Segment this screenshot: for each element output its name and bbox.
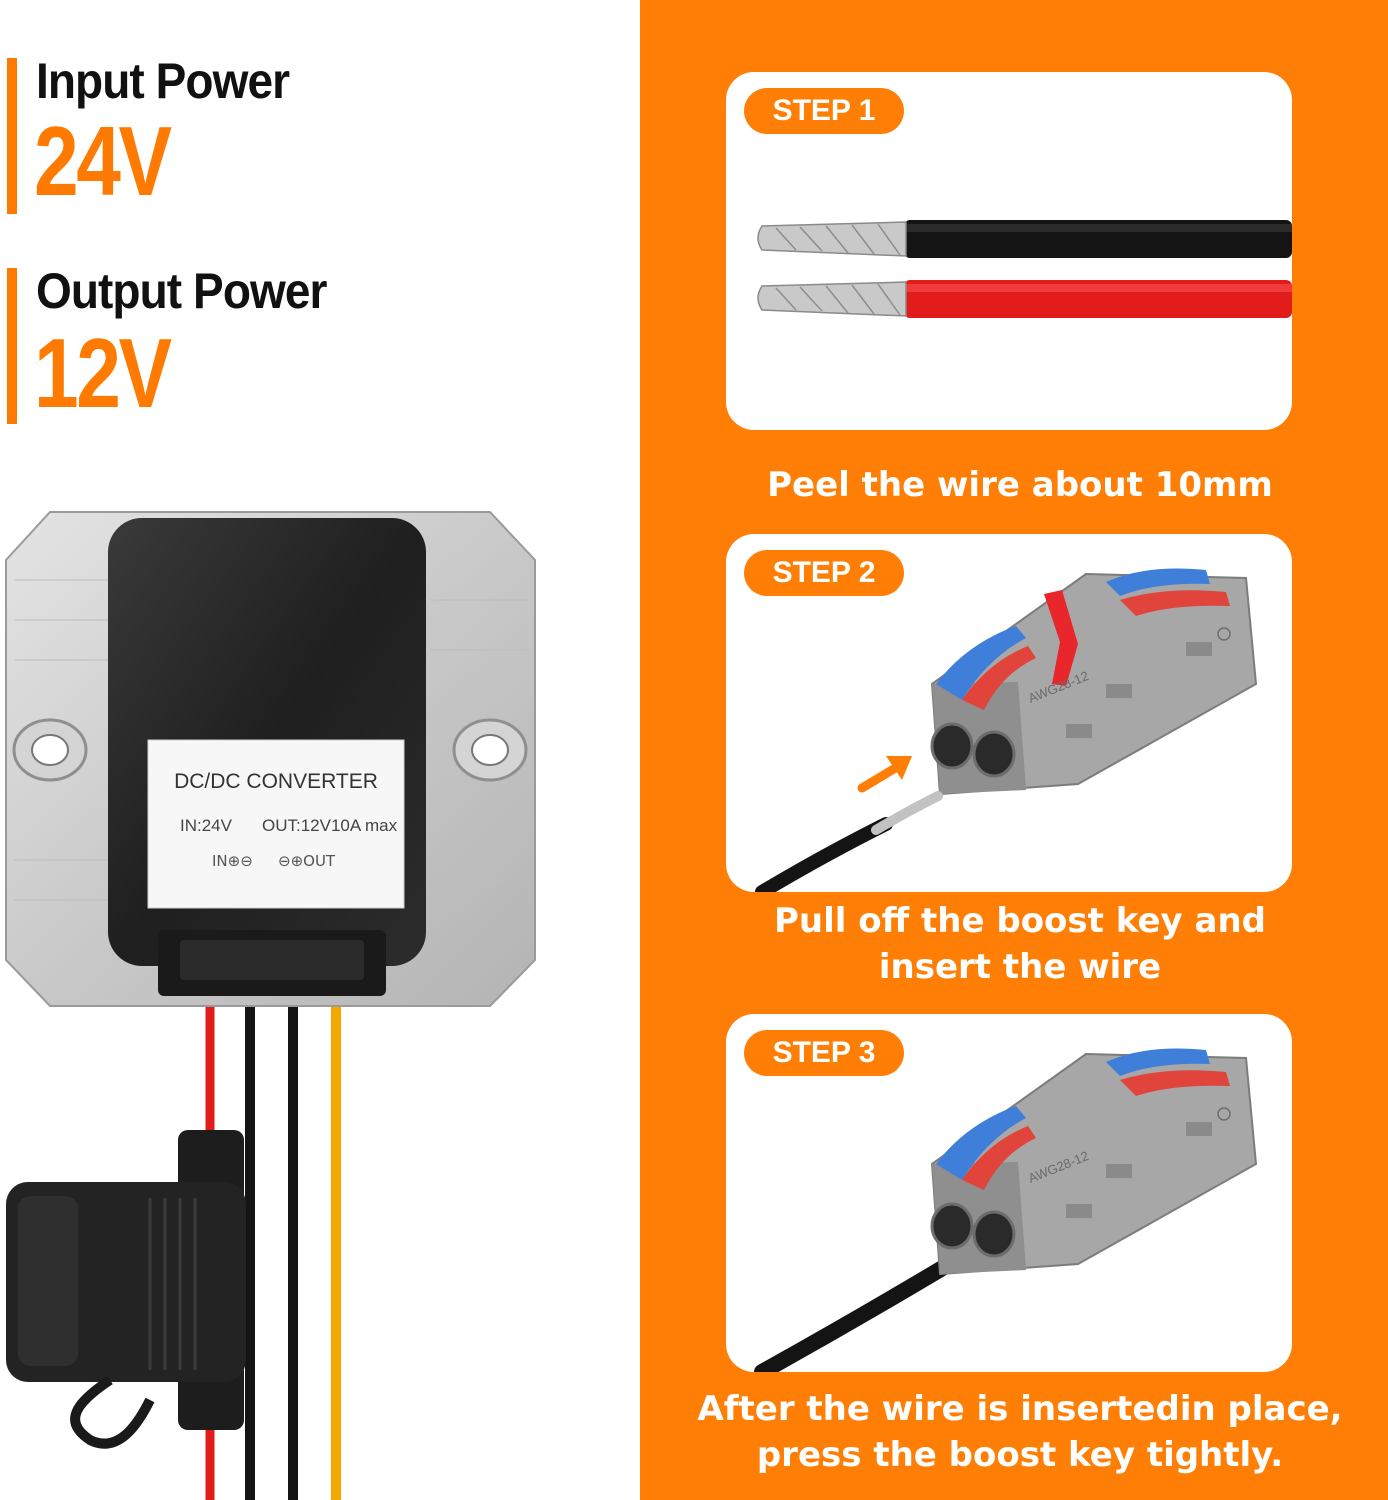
wire-hole-1 <box>930 1202 974 1250</box>
step-2-caption-line2: insert the wire <box>878 947 1162 987</box>
converter-illustration <box>5 511 536 1500</box>
input-power-label: Input Power <box>36 53 290 109</box>
arrow-icon <box>857 756 912 793</box>
step-1-card: STEP 1 <box>726 72 1292 430</box>
step-2-card: STEP 2 <box>726 534 1292 892</box>
red-lever-1 <box>962 1126 1036 1190</box>
step-2-label: STEP 2 <box>744 550 904 596</box>
output-power-value: 12V <box>34 318 172 428</box>
stripped-copper-black <box>757 221 907 257</box>
connector-open-illustration <box>755 568 1258 892</box>
fuse-holder-loop <box>70 1375 155 1449</box>
blue-lever-1 <box>936 1106 1026 1180</box>
blue-lever-2 <box>1106 1048 1210 1076</box>
stripped-end <box>871 791 943 835</box>
converter-label-input: IN:24V <box>180 816 232 835</box>
input-accent-bar <box>7 58 17 214</box>
blue-lever-1 <box>936 626 1026 700</box>
input-power-value: 24V <box>34 106 172 216</box>
inserted-wire <box>754 1246 974 1372</box>
installation-steps-panel: STEP 1 Peel the wire about 10mm STEP 2 <box>640 0 1388 1500</box>
red-lever-1 <box>962 646 1036 710</box>
red-lever-2 <box>1120 590 1230 616</box>
ce-mark-icon <box>1217 627 1231 641</box>
step-2-caption-line1: Pull off the boost key and <box>774 901 1266 941</box>
boost-key-lifted <box>1044 590 1078 686</box>
wire-hole-2 <box>972 1210 1016 1258</box>
ce-mark-icon <box>1217 1107 1231 1121</box>
red-lever-2 <box>1120 1070 1230 1096</box>
connector-closed-illustration <box>754 1048 1258 1372</box>
converter-label-title: DC/DC CONVERTER <box>174 770 378 793</box>
step-1-caption: Peel the wire about 10mm <box>767 465 1273 505</box>
converter-label-output: OUT:12V10A max <box>262 816 398 835</box>
output-accent-bar <box>7 268 17 424</box>
converter-label <box>147 739 405 909</box>
blue-lever-2 <box>1106 568 1210 596</box>
wire-hole-1 <box>930 722 974 770</box>
stripped-wires-illustration <box>757 220 1292 318</box>
converter-terminals-in: IN⊕⊖ <box>212 852 253 870</box>
wire-hole-2 <box>972 730 1016 778</box>
step-3-caption-line1: After the wire is insertedin place, <box>697 1389 1343 1429</box>
step-1-label: STEP 1 <box>744 88 904 134</box>
product-panel: Input Power 24V Output Power 12V <box>0 0 640 1500</box>
step-3-label: STEP 3 <box>744 1030 904 1076</box>
converter-terminals-out: ⊖⊕OUT <box>278 852 336 870</box>
output-power-label: Output Power <box>36 263 327 319</box>
step-3-caption-line2: press the boost key tightly. <box>756 1435 1284 1475</box>
wire <box>755 817 893 892</box>
step-3-card: STEP 3 AWG28-12 <box>726 1014 1292 1372</box>
stripped-copper-red <box>757 281 907 317</box>
